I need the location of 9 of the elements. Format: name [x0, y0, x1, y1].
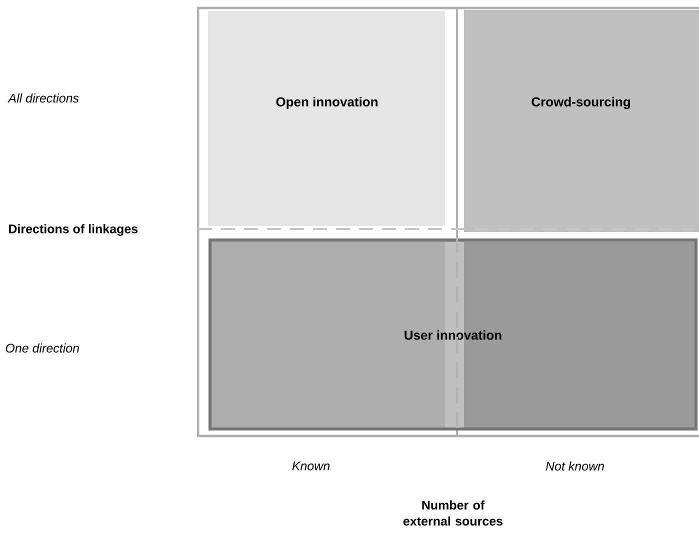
axis-title: Number of external sources: [403, 500, 502, 526]
axis-value-label: Not known: [546, 461, 604, 471]
quadrant-box: Crowd-sourcing: [464, 10, 699, 232]
axis-value-label: One direction: [6, 343, 79, 353]
quadrant-box: User innovation: [208, 238, 698, 430]
axis-title: Directions of linkages: [9, 224, 138, 236]
quadrant-box: Open innovation: [208, 11, 445, 226]
axis-value-label: Known: [292, 462, 330, 470]
axis-value-label: All directions: [8, 93, 79, 103]
